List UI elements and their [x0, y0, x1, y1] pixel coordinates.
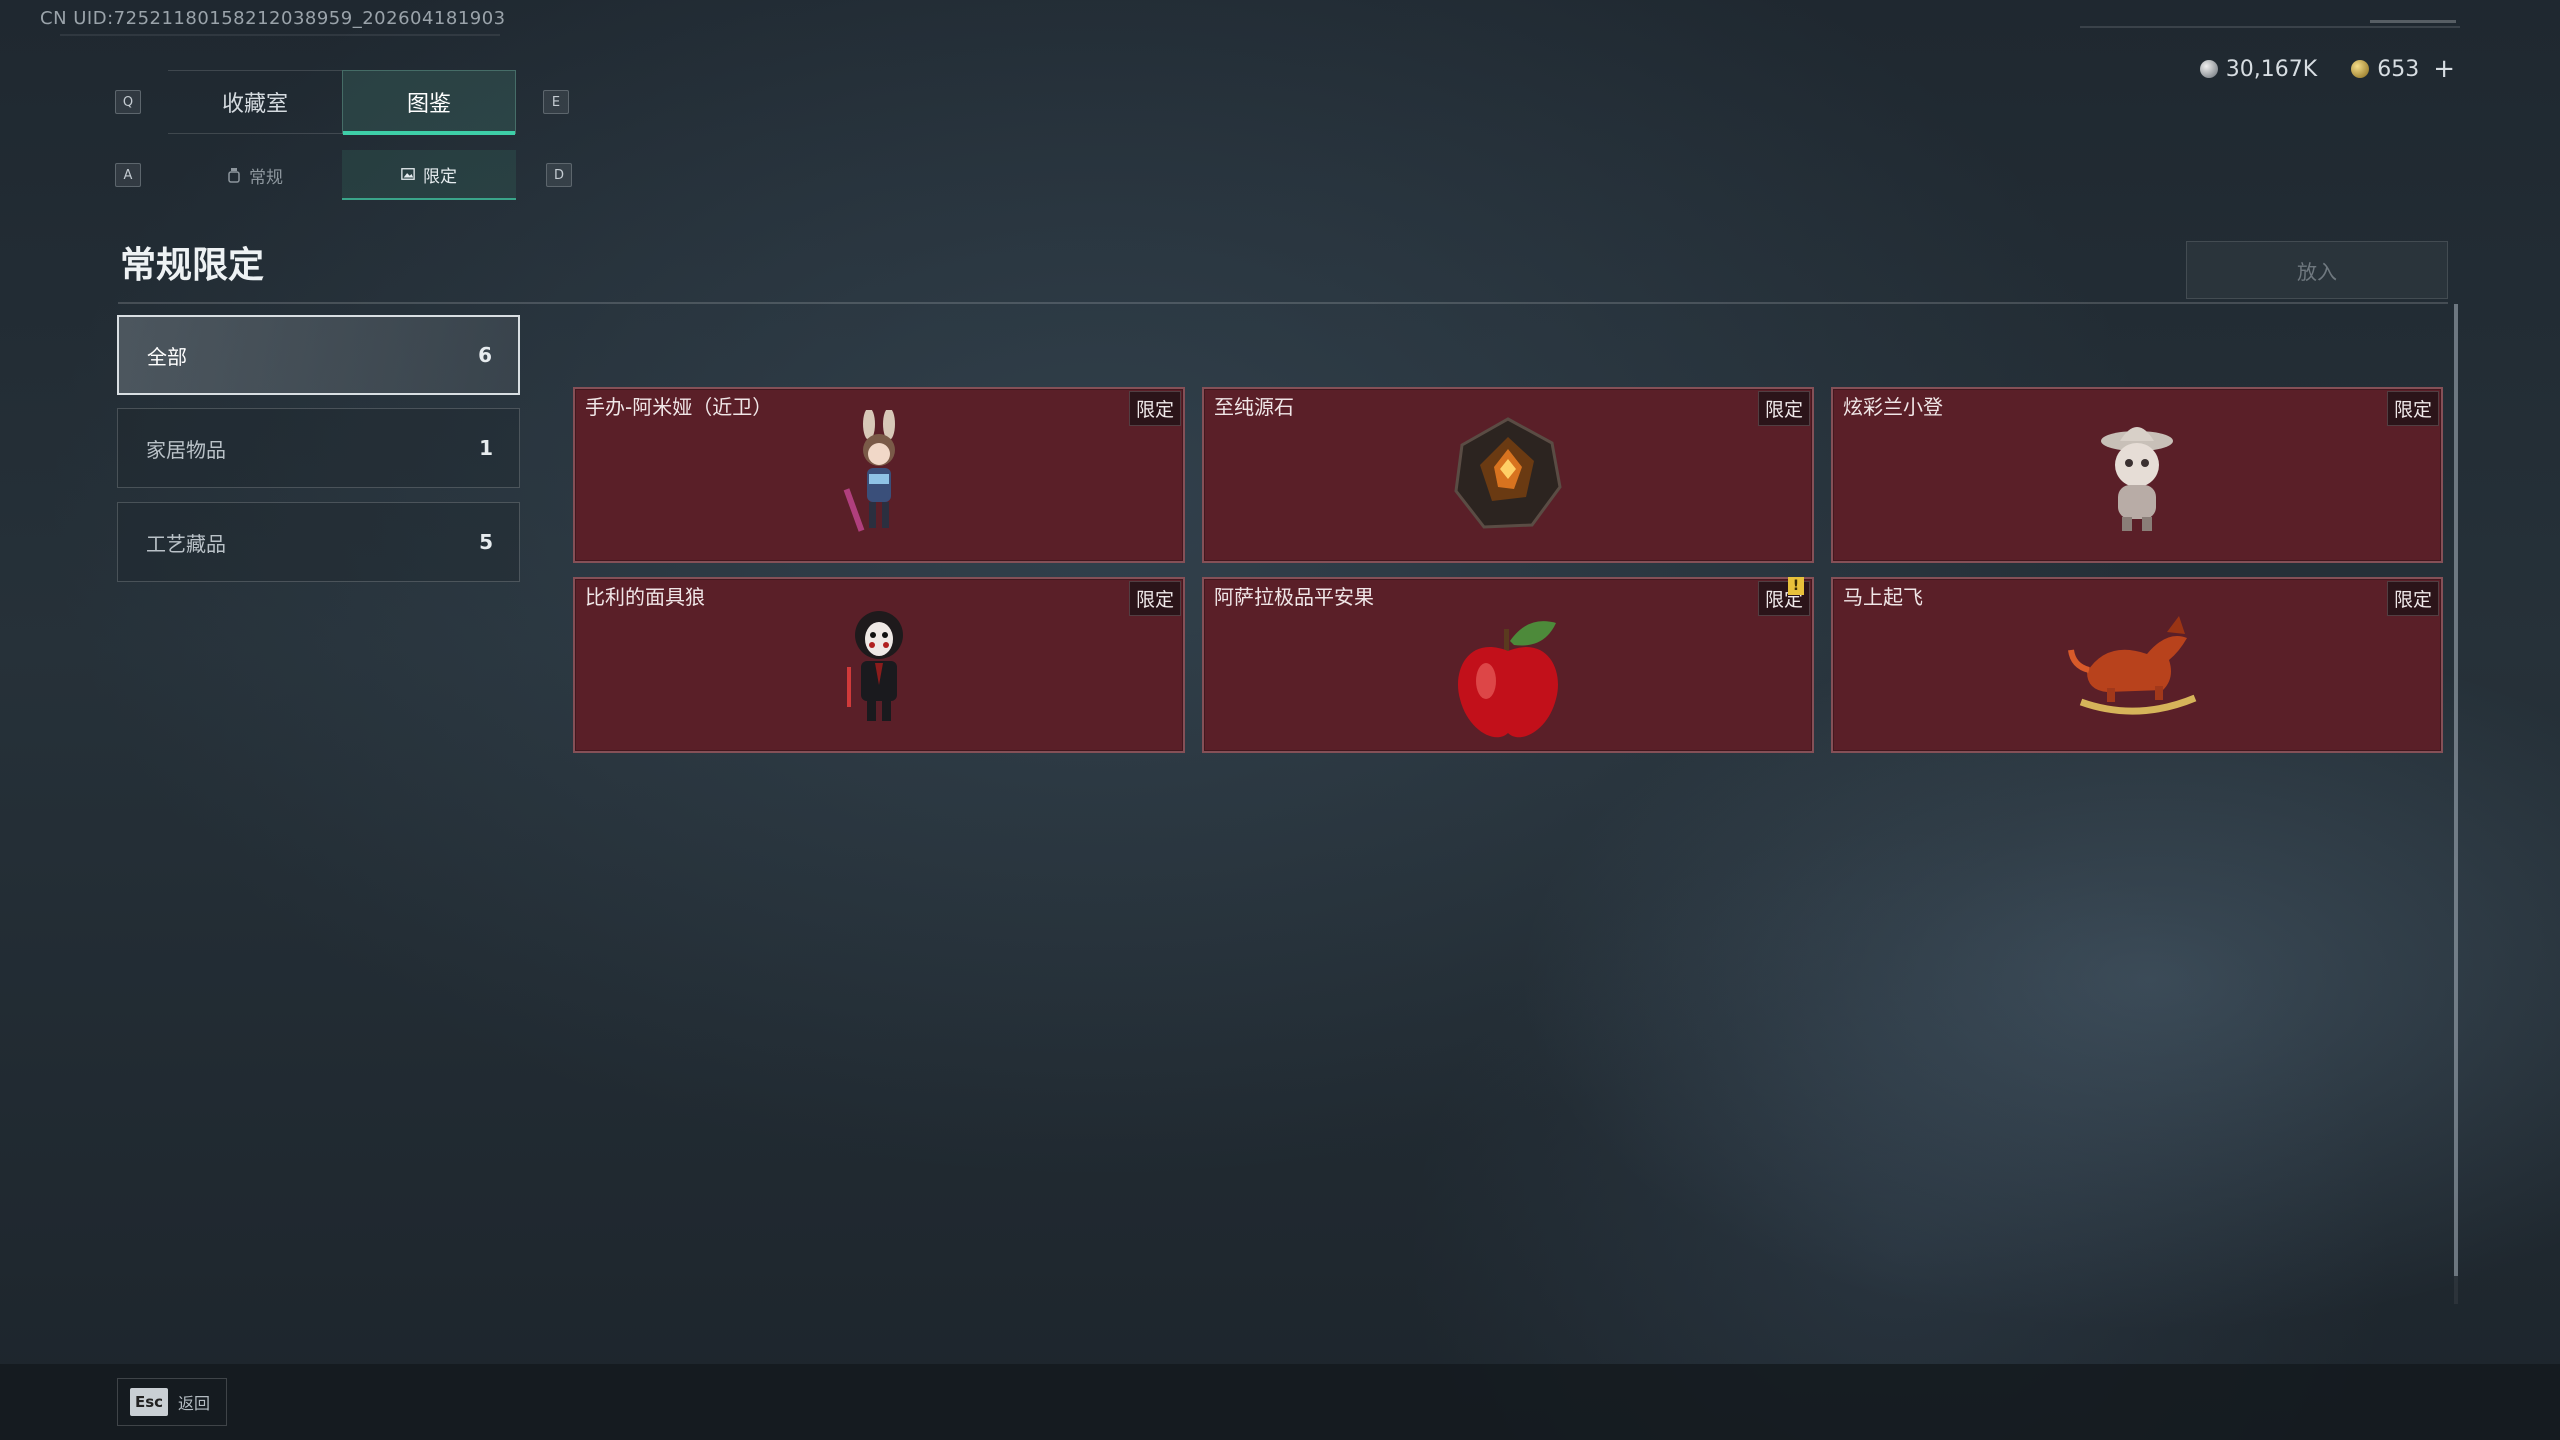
category-count: 1 — [479, 436, 493, 460]
limited-badge: 限定 — [1757, 391, 1810, 426]
back-label: 返回 — [178, 1394, 211, 1413]
category-count: 5 — [479, 530, 493, 554]
bottom-bar — [0, 1364, 2560, 1440]
subtab-regular-label: 常规 — [249, 167, 283, 188]
bottle-icon — [228, 168, 240, 183]
item-name: 至纯源石 — [1214, 395, 1294, 419]
next-tab-key[interactable]: E — [543, 90, 569, 114]
gold-amount: 653 — [2377, 56, 2420, 82]
limited-badge: 限定 — [1128, 391, 1181, 426]
category-all[interactable]: 全部 6 — [117, 315, 520, 395]
silver-coin-icon — [2199, 60, 2218, 78]
picture-icon — [401, 168, 415, 180]
silver-currency: 30,167K — [2199, 56, 2318, 82]
category-craft-collectibles[interactable]: 工艺藏品 5 — [117, 502, 520, 582]
esc-key: Esc — [130, 1388, 168, 1416]
item-name: 炫彩兰小登 — [1843, 395, 1943, 419]
page-title: 常规限定 — [120, 245, 265, 286]
item-card[interactable]: 阿萨拉极品平安果 限定 ! — [1202, 577, 1814, 753]
silver-amount: 30,167K — [2225, 56, 2318, 82]
sub-tabs: 常规 限定 — [168, 150, 516, 200]
prev-subtab-key[interactable]: A — [115, 163, 141, 187]
subtab-regular[interactable]: 常规 — [168, 150, 342, 200]
player-uid: CN UID:7252118015821203895​9_20260418190… — [40, 8, 506, 29]
item-card[interactable]: 马上起飞 限定 — [1831, 577, 2443, 753]
tab-codex[interactable]: 图鉴 — [342, 70, 516, 135]
category-label: 工艺藏品 — [146, 531, 226, 556]
item-name: 比利的面具狼 — [585, 585, 705, 609]
top-right-decoration — [2080, 26, 2460, 28]
currency-bar: 30,167K 653 + — [2085, 50, 2455, 88]
limited-badge: 限定 — [2386, 581, 2439, 616]
limited-badge: 限定 — [2386, 391, 2439, 426]
main-tabs: 收藏室 图鉴 — [168, 70, 516, 135]
alert-icon: ! — [1788, 577, 1804, 595]
category-home-items[interactable]: 家居物品 1 — [117, 408, 520, 488]
item-name: 阿萨拉极品平安果 — [1214, 585, 1374, 609]
item-card[interactable]: 手办-阿米娅（近卫） 限定 — [573, 387, 1185, 563]
next-subtab-key[interactable]: D — [546, 163, 572, 187]
limited-badge: 限定 — [1128, 581, 1181, 616]
subtab-limited-label: 限定 — [423, 166, 457, 187]
figurine-icon — [843, 410, 895, 532]
category-label: 全部 — [147, 344, 187, 369]
item-name: 手办-阿米娅（近卫） — [585, 395, 773, 419]
puppet-icon — [847, 611, 903, 721]
item-name: 马上起飞 — [1843, 585, 1923, 609]
back-button[interactable]: Esc 返回 — [117, 1378, 227, 1426]
category-count: 6 — [478, 343, 492, 367]
subtab-limited[interactable]: 限定 — [342, 150, 516, 200]
item-card[interactable]: 炫彩兰小登 限定 — [1831, 387, 2443, 563]
gem-icon — [1454, 417, 1562, 529]
title-divider — [118, 302, 2448, 304]
category-label: 家居物品 — [146, 437, 226, 462]
scrollbar-thumb[interactable] — [2454, 304, 2458, 1276]
apple-icon — [1458, 620, 1558, 738]
item-card[interactable]: 比利的面具狼 限定 — [573, 577, 1185, 753]
tab-collection-room[interactable]: 收藏室 — [168, 70, 342, 134]
item-card[interactable]: 至纯源石 限定 — [1202, 387, 1814, 563]
rocking-horse-icon — [2068, 616, 2197, 715]
top-right-decoration-accent — [2370, 20, 2456, 23]
put-in-button[interactable]: 放入 — [2186, 241, 2448, 299]
top-decoration — [60, 34, 500, 56]
gold-coin-icon — [2351, 60, 2370, 78]
add-currency-button[interactable]: + — [2433, 54, 2455, 84]
doll-icon — [2101, 427, 2173, 531]
prev-tab-key[interactable]: Q — [115, 90, 141, 114]
gold-currency: 653 + — [2351, 56, 2455, 82]
